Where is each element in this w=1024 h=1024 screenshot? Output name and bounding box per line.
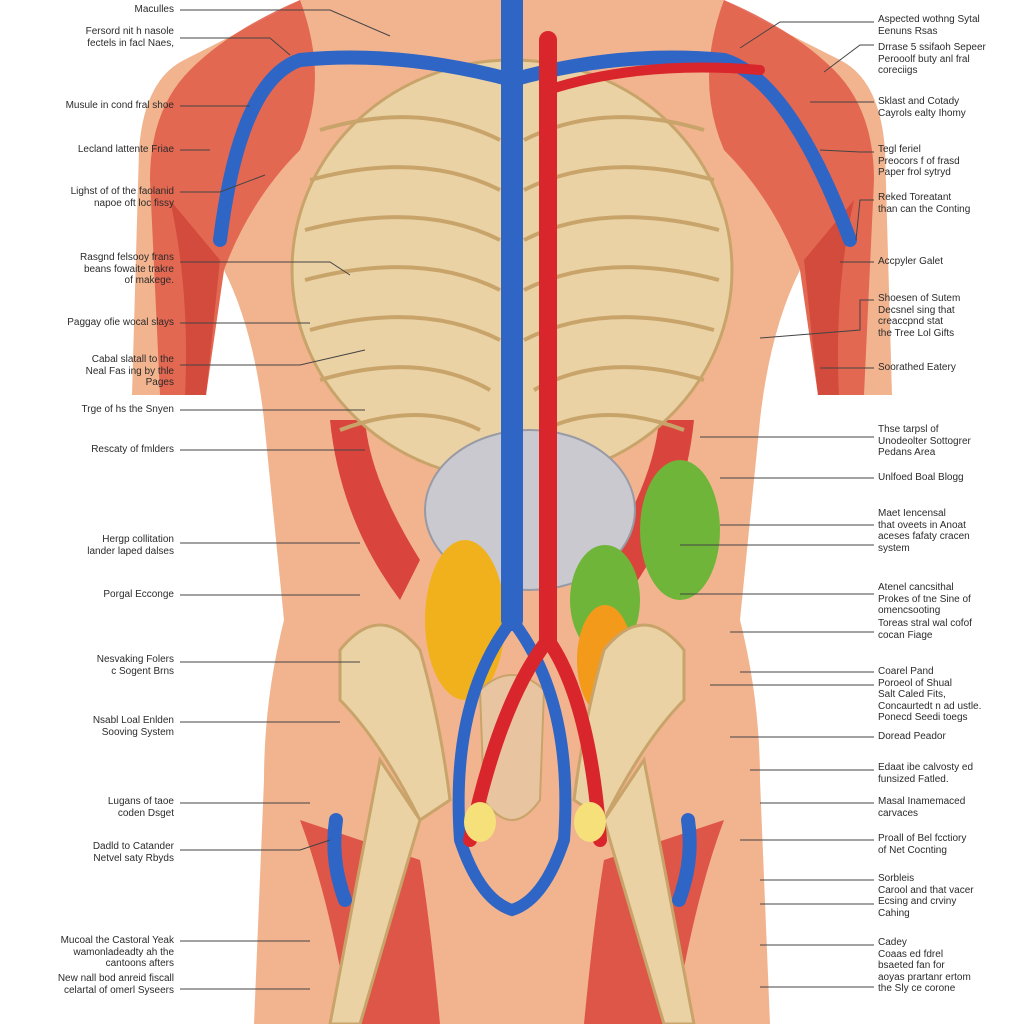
label-right-10: Unlfoed Boal Blogg xyxy=(878,472,964,484)
label-right-13: Toreas stral wal cofof cocan Fiage xyxy=(878,618,972,641)
label-left-3: Musule in cond fral shoe xyxy=(66,100,174,112)
label-left-8: Cabal slatall to the Neal Fas ing by thl… xyxy=(86,354,174,389)
label-left-12: Porgal Ecconge xyxy=(103,589,174,601)
label-left-4: Lecland lattente Friae xyxy=(78,144,174,156)
label-right-18: Proall of Bel fcctiory of Net Cocnting xyxy=(878,833,966,856)
label-left-10: Rescaty of fmlders xyxy=(91,444,174,456)
label-right-2: Drrase 5 ssifaoh Sepeer Perooolf buty an… xyxy=(878,42,986,77)
femoral-head-right xyxy=(574,802,606,842)
stomach xyxy=(640,460,720,600)
label-left-6: Rasgnd felsooy frans beans fowaite trakr… xyxy=(80,252,174,287)
label-right-16: Edaat ibe calvosty ed funsized Fatled. xyxy=(878,762,973,785)
label-right-8: Soorathed Eatery xyxy=(878,362,956,374)
label-left-14: Nsabl Loal Enlden Sooving System xyxy=(93,715,174,738)
label-left-18: New nall bod anreid fiscall celartal of … xyxy=(58,973,174,996)
femoral-head-left xyxy=(464,802,496,842)
label-right-15: Doread Peador xyxy=(878,731,946,743)
label-left-2: Fersord nit h nasole fectels in facl Nae… xyxy=(86,26,174,49)
label-left-15: Lugans of taoe coden Dsget xyxy=(108,796,174,819)
label-right-17: Masal Inamemaced carvaces xyxy=(878,796,965,819)
label-right-5: Reked Toreatant than can the Conting xyxy=(878,192,970,215)
label-left-9: Trge of hs the Snyen xyxy=(82,404,174,416)
liver xyxy=(425,540,505,700)
label-left-7: Paggay ofie wocal slays xyxy=(67,317,174,329)
label-left-16: Dadld to Catander Netvel saty Rbyds xyxy=(93,841,174,864)
label-right-1: Aspected wothng Sytal Eenuns Rsas xyxy=(878,14,980,37)
label-right-4: Tegl feriel Preocors f of frasd Paper fr… xyxy=(878,144,960,179)
label-left-11: Hergp collitation lander laped dalses xyxy=(87,534,174,557)
label-left-5: Lighst of of the faolanid napoe oft loc … xyxy=(71,186,174,209)
label-right-12: Atenel cancsithal Prokes of tne Sine of … xyxy=(878,582,971,617)
label-left-13: Nesvaking Folers c Sogent Brns xyxy=(97,654,174,677)
label-right-19: Sorbleis Carool and that vacer Ecsing an… xyxy=(878,873,974,919)
label-right-6: Accpyler Galet xyxy=(878,256,943,268)
label-left-17: Mucoal the Castoral Yeak wamonladeadty a… xyxy=(61,935,174,970)
label-right-7: Shoesen of Sutem Decsnel sing that creac… xyxy=(878,293,960,339)
label-right-20: Cadey Coaas ed fdrel bsaeted fan for aoy… xyxy=(878,937,971,995)
label-right-3: Sklast and Cotady Cayrols ealty Ihomy xyxy=(878,96,966,119)
label-left-1: Maculles xyxy=(135,4,174,16)
label-right-11: Maet Iencensal that oveets in Anoat aces… xyxy=(878,508,970,554)
label-right-14: Coarel Pand Poroeol of Shual Salt Caled … xyxy=(878,666,981,724)
label-right-9: Thse tarpsl of Unodeolter Sottogrer Peda… xyxy=(878,424,971,459)
